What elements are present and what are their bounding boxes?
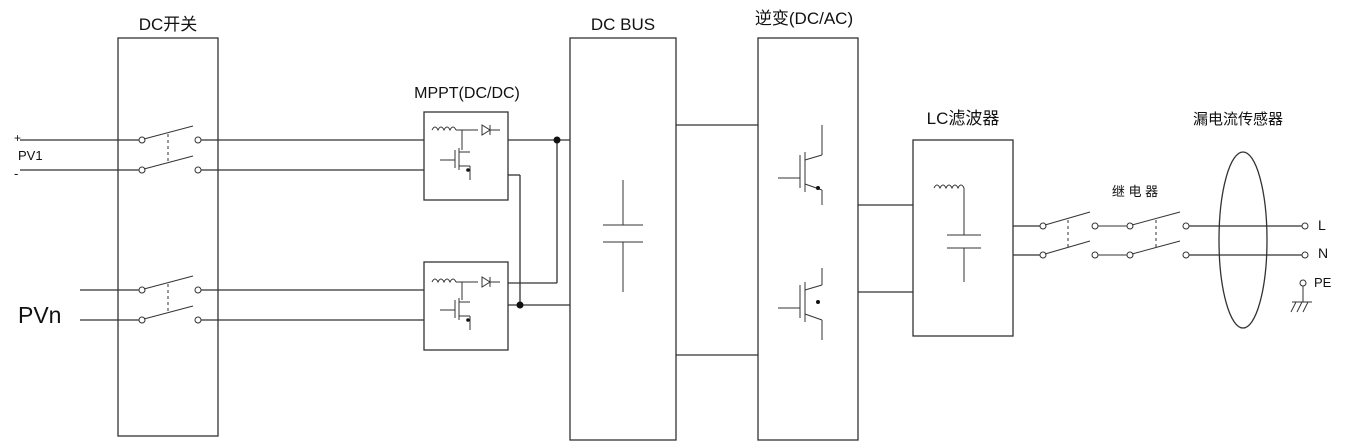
dc-bus-capacitor xyxy=(603,180,643,292)
relay-label: 继 电 器 xyxy=(1112,184,1158,199)
leakage-sensor-ring xyxy=(1218,151,1268,329)
relay-contacts xyxy=(1039,211,1190,259)
pv1-plus-sign: + xyxy=(14,131,21,145)
dc-bus-label: DC BUS xyxy=(591,15,655,34)
mppt-converter-n xyxy=(423,261,509,351)
output-pe-label: PE xyxy=(1314,275,1332,290)
leakage-sensor-label: 漏电流传感器 xyxy=(1193,111,1283,128)
terminal-l xyxy=(1301,222,1309,230)
mppt-to-bus-wiring xyxy=(508,136,570,309)
pv1-minus-sign: - xyxy=(14,166,18,181)
mppt-label: MPPT(DC/DC) xyxy=(414,85,520,102)
lc-filter-box xyxy=(912,139,1014,337)
pv1-label: PV1 xyxy=(18,148,43,163)
lc-filter-label: LC滤波器 xyxy=(927,109,1000,128)
pvn-label: PVn xyxy=(18,302,61,328)
output-l-label: L xyxy=(1318,217,1326,233)
inverter-box xyxy=(757,37,859,441)
lc-filter-components xyxy=(933,184,981,282)
pvn-dc-switch xyxy=(80,275,202,324)
inverter-upper-igbt xyxy=(778,125,823,205)
dc-switch-box xyxy=(117,37,219,437)
dc-switch-label: DC开关 xyxy=(139,15,198,34)
pv1-dc-switch xyxy=(20,125,202,174)
earth-ground-icon xyxy=(1290,279,1312,313)
output-n-label: N xyxy=(1318,245,1328,261)
inverter-lower-igbt xyxy=(778,268,823,340)
terminal-n xyxy=(1301,251,1309,259)
inverter-label: 逆变(DC/AC) xyxy=(755,9,853,28)
mppt-converter-1 xyxy=(423,111,509,201)
dc-bus-box xyxy=(569,37,677,441)
